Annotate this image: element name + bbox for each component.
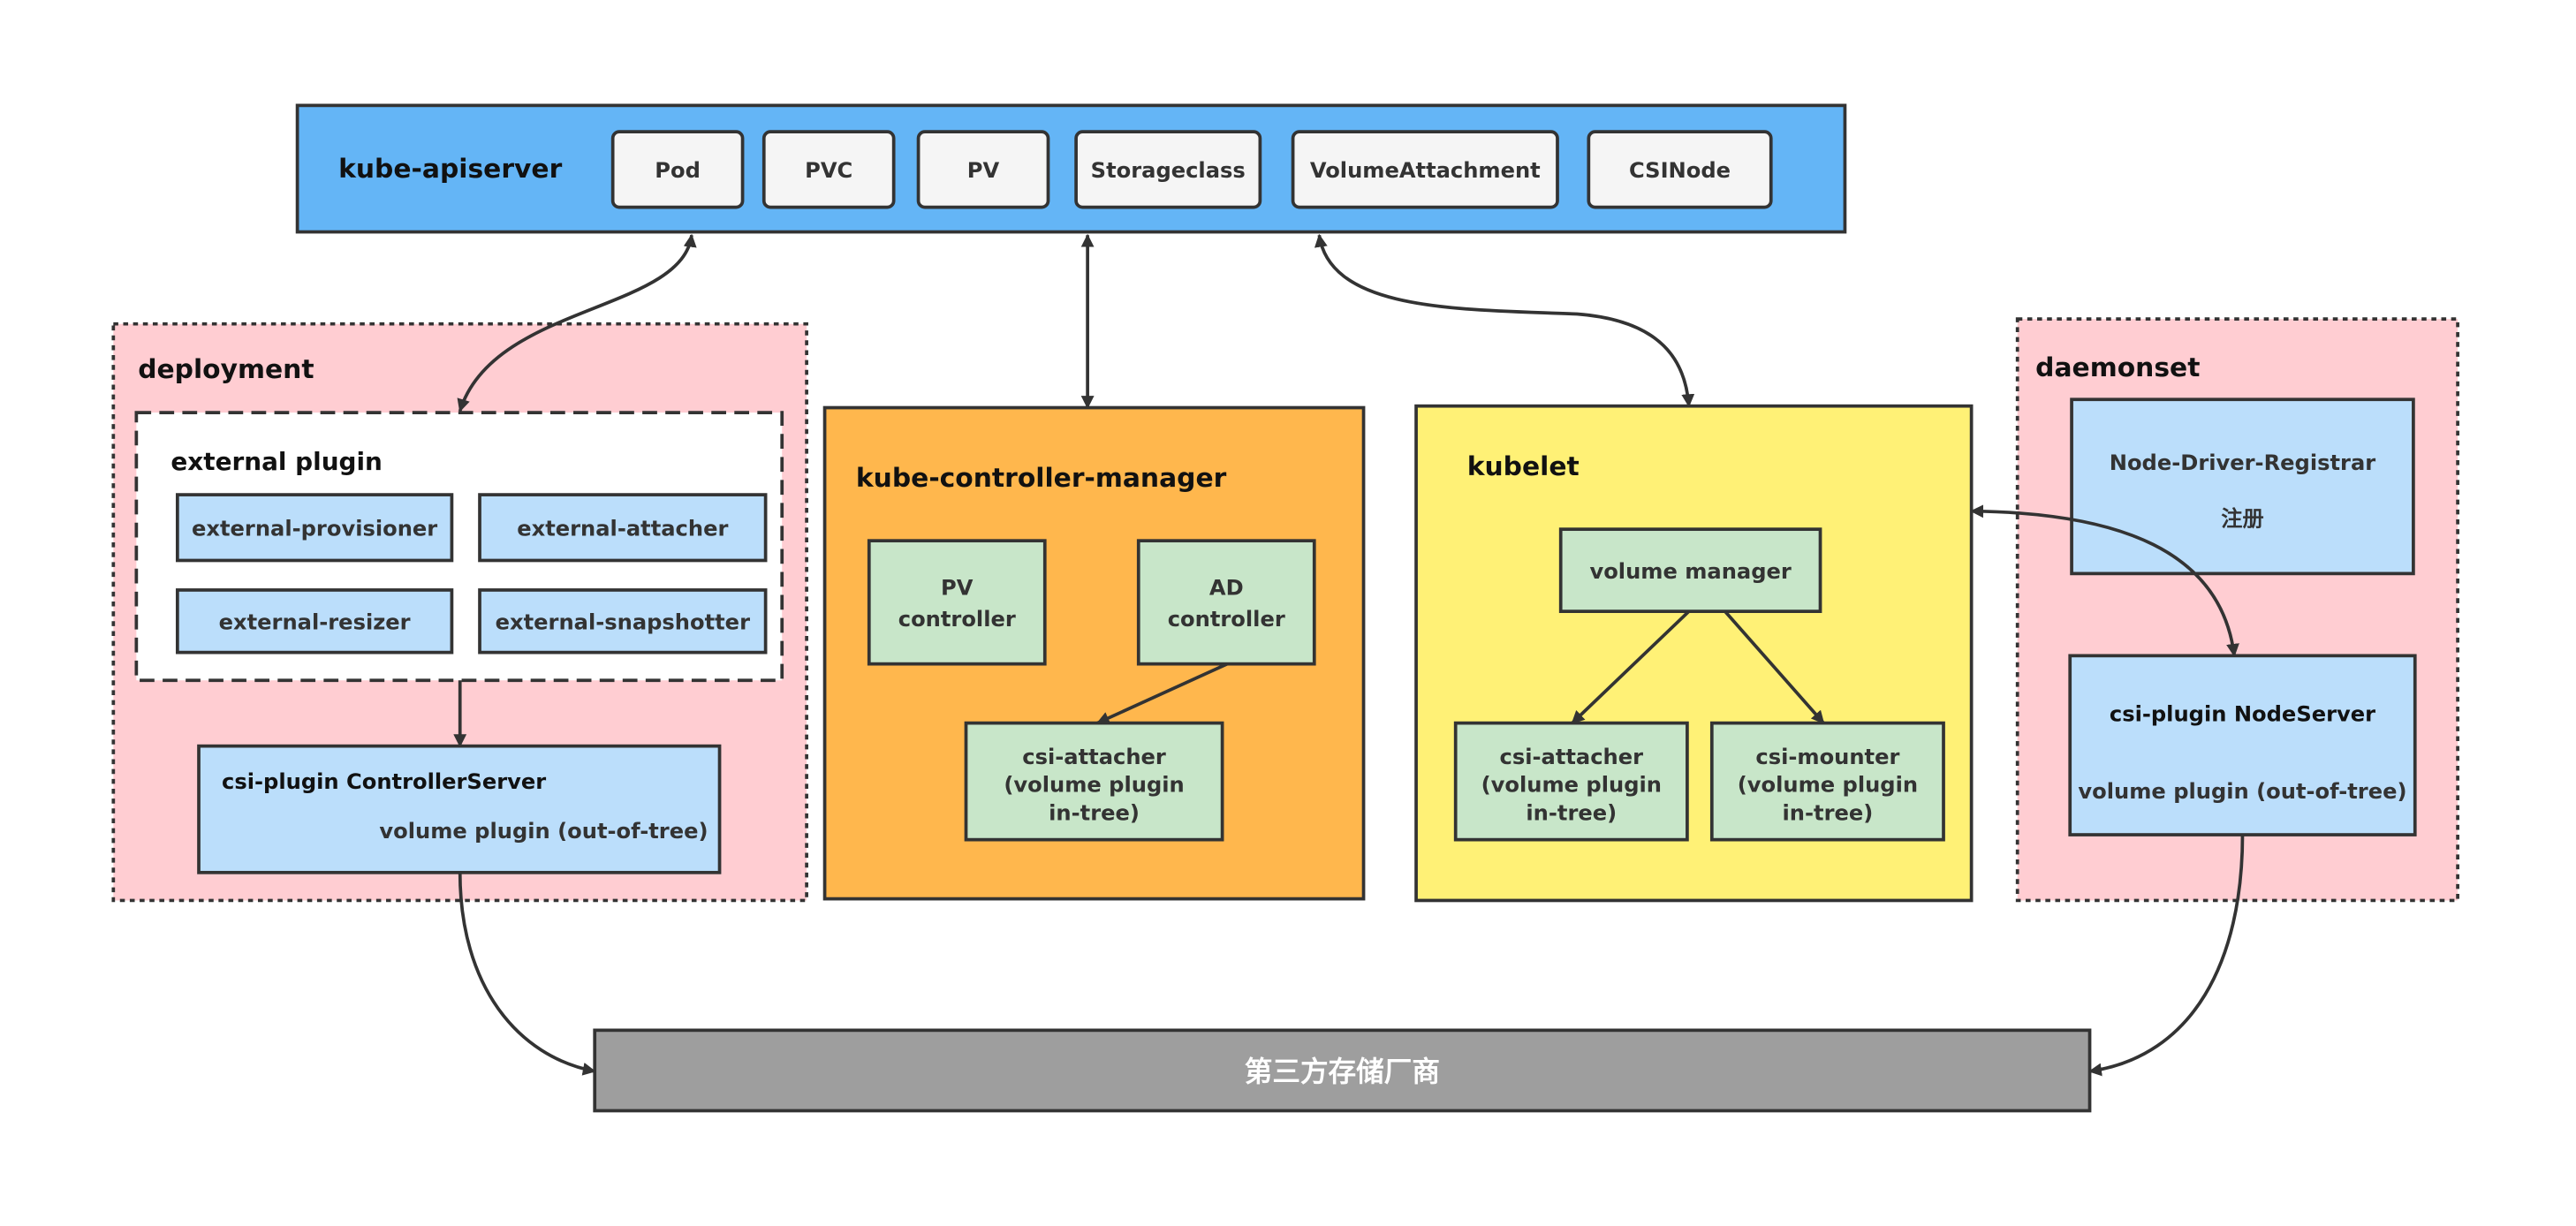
svg-text:CSINode: CSINode xyxy=(1629,158,1731,183)
svg-text:第三方存储厂商: 第三方存储厂商 xyxy=(1245,1056,1440,1088)
node-driver-registrar: Node-Driver-Registrar 注册 xyxy=(2070,397,2415,576)
csi-plugin-controller-server: csi-plugin ControllerServer volume plugi… xyxy=(197,744,722,874)
external-attacher: external-attacher xyxy=(478,493,768,563)
svg-text:csi-attacher: csi-attacher xyxy=(1022,745,1166,769)
svg-text:PV: PV xyxy=(941,576,974,601)
svg-text:csi-attacher: csi-attacher xyxy=(1500,745,1644,769)
external-plugin-group: external plugin external-provisioner ext… xyxy=(134,411,784,683)
pod-deployment-arrow xyxy=(457,233,697,412)
resource-pvc: PVC xyxy=(761,130,896,209)
svg-text:Node-Driver-Registrar: Node-Driver-Registrar xyxy=(2110,450,2376,475)
kube-apiserver: kube-apiserver Pod PVC PV Storageclass V… xyxy=(295,103,1847,234)
resource-pod: Pod xyxy=(610,130,745,209)
deployment-group: deployment external plugin external-prov… xyxy=(111,322,808,903)
svg-text:(volume plugin: (volume plugin xyxy=(1481,773,1662,798)
kubelet-nodeserver-arrow xyxy=(1970,504,2239,657)
svg-text:csi-plugin NodeServer: csi-plugin NodeServer xyxy=(2110,702,2375,727)
kubelet: kubelet volume manager csi-attacher (vol… xyxy=(1414,404,1974,903)
svg-text:in-tree): in-tree) xyxy=(1783,800,1874,825)
volumeattachment-kubelet-arrow xyxy=(1314,233,1695,408)
svg-text:volume plugin (out-of-tree): volume plugin (out-of-tree) xyxy=(2078,779,2406,804)
pv-controller: PV controller xyxy=(867,539,1047,666)
svg-text:external-resizer: external-resizer xyxy=(219,610,411,635)
svg-text:kube-controller-manager: kube-controller-manager xyxy=(856,463,1227,494)
ad-controller-attacher-arrow xyxy=(1095,662,1228,725)
svg-text:controller: controller xyxy=(1168,607,1285,632)
kubelet-csi-attacher: csi-attacher (volume plugin in-tree) xyxy=(1453,721,1689,842)
svg-text:Pod: Pod xyxy=(655,158,701,183)
external-resizer: external-resizer xyxy=(175,588,454,655)
apiserver-title: kube-apiserver xyxy=(338,154,562,185)
svg-text:VolumeAttachment: VolumeAttachment xyxy=(1310,158,1541,183)
resource-csinode: CSINode xyxy=(1587,130,1773,209)
external-snapshotter: external-snapshotter xyxy=(478,588,768,655)
cm-csi-attacher: csi-attacher (volume plugin in-tree) xyxy=(964,721,1224,842)
controllerserver-storage-arrow xyxy=(458,872,596,1076)
svg-text:in-tree): in-tree) xyxy=(1049,800,1140,825)
volume-manager: volume manager xyxy=(1558,527,1822,613)
svg-text:volume manager: volume manager xyxy=(1589,559,1791,584)
svg-text:Storageclass: Storageclass xyxy=(1091,158,1246,183)
kubelet-csi-mounter: csi-mounter (volume plugin in-tree) xyxy=(1709,721,1945,842)
svg-text:in-tree): in-tree) xyxy=(1526,800,1617,825)
svg-text:PV: PV xyxy=(967,158,1000,183)
third-party-storage: 第三方存储厂商 xyxy=(593,1028,2092,1113)
deployment-title: deployment xyxy=(138,354,314,385)
resource-pv: PV xyxy=(916,130,1050,209)
svg-text:AD: AD xyxy=(1209,576,1244,601)
svg-text:csi-mounter: csi-mounter xyxy=(1755,745,1899,769)
svg-text:csi-plugin ControllerServer: csi-plugin ControllerServer xyxy=(222,769,546,794)
external-provisioner: external-provisioner xyxy=(175,493,454,563)
svg-text:kubelet: kubelet xyxy=(1467,451,1580,482)
svg-text:daemonset: daemonset xyxy=(2035,352,2200,383)
svg-text:external plugin: external plugin xyxy=(170,447,382,476)
csi-plugin-node-server: csi-plugin NodeServer volume plugin (out… xyxy=(2068,654,2417,836)
svg-text:external-provisioner: external-provisioner xyxy=(192,517,437,541)
svg-text:external-attacher: external-attacher xyxy=(517,517,728,541)
resource-storageclass: Storageclass xyxy=(1074,130,1262,209)
svg-text:注册: 注册 xyxy=(2221,506,2263,531)
daemonset-group: daemonset Node-Driver-Registrar 注册 csi-p… xyxy=(2015,317,2459,903)
svg-text:PVC: PVC xyxy=(805,158,852,183)
svg-text:volume plugin (out-of-tree): volume plugin (out-of-tree) xyxy=(379,819,708,844)
ad-controller: AD controller xyxy=(1136,539,1316,666)
svg-text:(volume plugin: (volume plugin xyxy=(1004,773,1184,798)
volume-manager-attacher-arrow xyxy=(1571,609,1691,724)
nodeserver-storage-arrow xyxy=(2088,835,2245,1077)
svg-text:controller: controller xyxy=(898,607,1016,632)
resource-volumeattachment: VolumeAttachment xyxy=(1291,130,1559,209)
kube-controller-manager: kube-controller-manager PV controller AD… xyxy=(822,405,1366,901)
svg-text:external-snapshotter: external-snapshotter xyxy=(496,610,750,635)
volume-manager-mounter-arrow xyxy=(1724,609,1825,724)
svg-text:(volume plugin: (volume plugin xyxy=(1738,773,1918,798)
